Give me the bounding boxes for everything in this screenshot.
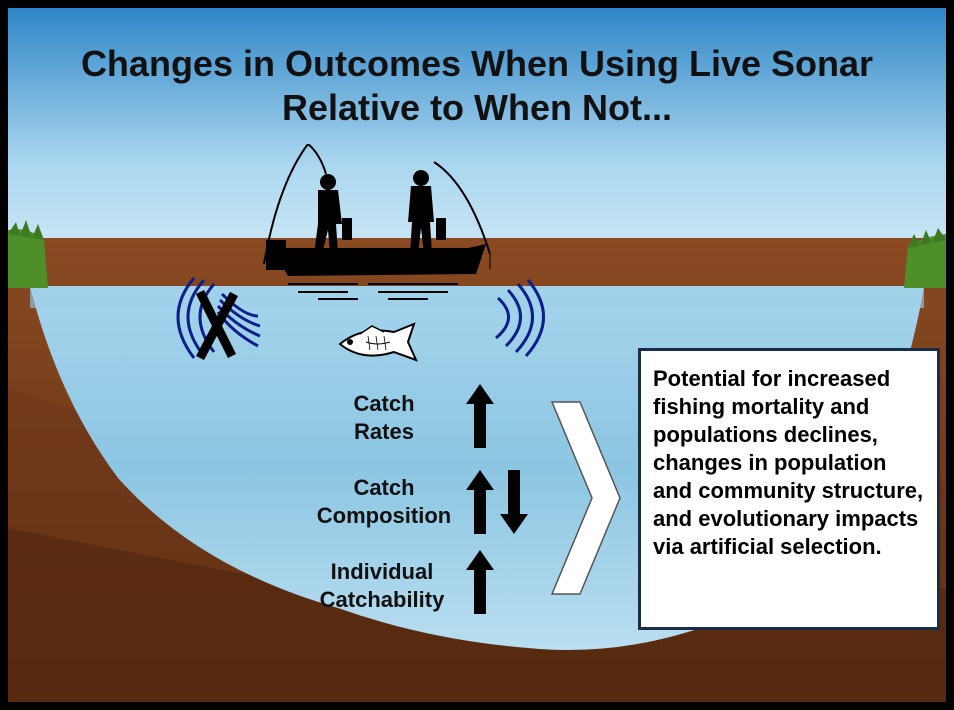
callout-box: Potential for increased fishing mortalit… <box>638 348 940 630</box>
fish-icon <box>338 322 418 362</box>
arrow-up-icon <box>466 470 494 534</box>
arrow-up-icon <box>466 550 494 614</box>
title-line-2: Relative to When Not... <box>281 87 673 128</box>
arrow-up-icon <box>466 384 494 448</box>
callout-text: Potential for increased fishing mortalit… <box>653 366 924 559</box>
outcome-catch-rates-label: Catch Rates <box>353 391 415 444</box>
boat-with-anglers-icon <box>263 144 491 300</box>
diagram-title: Changes in Outcomes When Using Live Sona… <box>8 42 946 130</box>
title-line-1: Changes in Outcomes When Using Live Sona… <box>80 43 874 84</box>
chevron-right-icon <box>550 401 621 595</box>
sonar-waves-crossed-icon <box>176 277 261 360</box>
outcome-individual-catchability-label: Individual Catchability <box>319 559 445 612</box>
sonar-waves-icon <box>495 279 545 357</box>
outcome-catch-composition-label: Catch Composition <box>316 475 452 528</box>
arrow-down-icon <box>500 470 528 534</box>
